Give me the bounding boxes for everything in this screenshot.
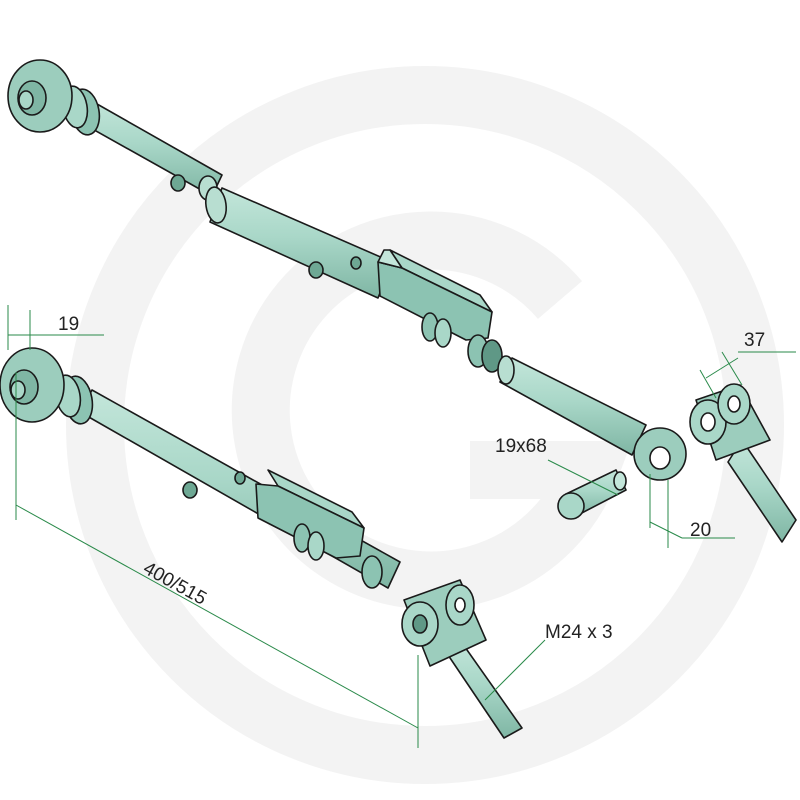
top-link-exploded [7, 59, 797, 543]
ball-end-rod [7, 59, 223, 201]
fork-outer-width-label: 37 [744, 330, 765, 351]
top-link-assembled [0, 347, 523, 739]
watermark-logo-icon [66, 66, 784, 784]
fork-end [689, 383, 797, 543]
dimension-lines [7, 305, 796, 748]
pin-size-label: 19x68 [495, 436, 547, 457]
pin [557, 469, 627, 520]
thread-label: M24 x 3 [545, 622, 613, 643]
main-tube [204, 186, 503, 373]
fork-inner-width-label: 20 [690, 520, 711, 541]
eye-end-rod [497, 355, 687, 481]
ball-diameter-label: 19 [58, 314, 79, 335]
